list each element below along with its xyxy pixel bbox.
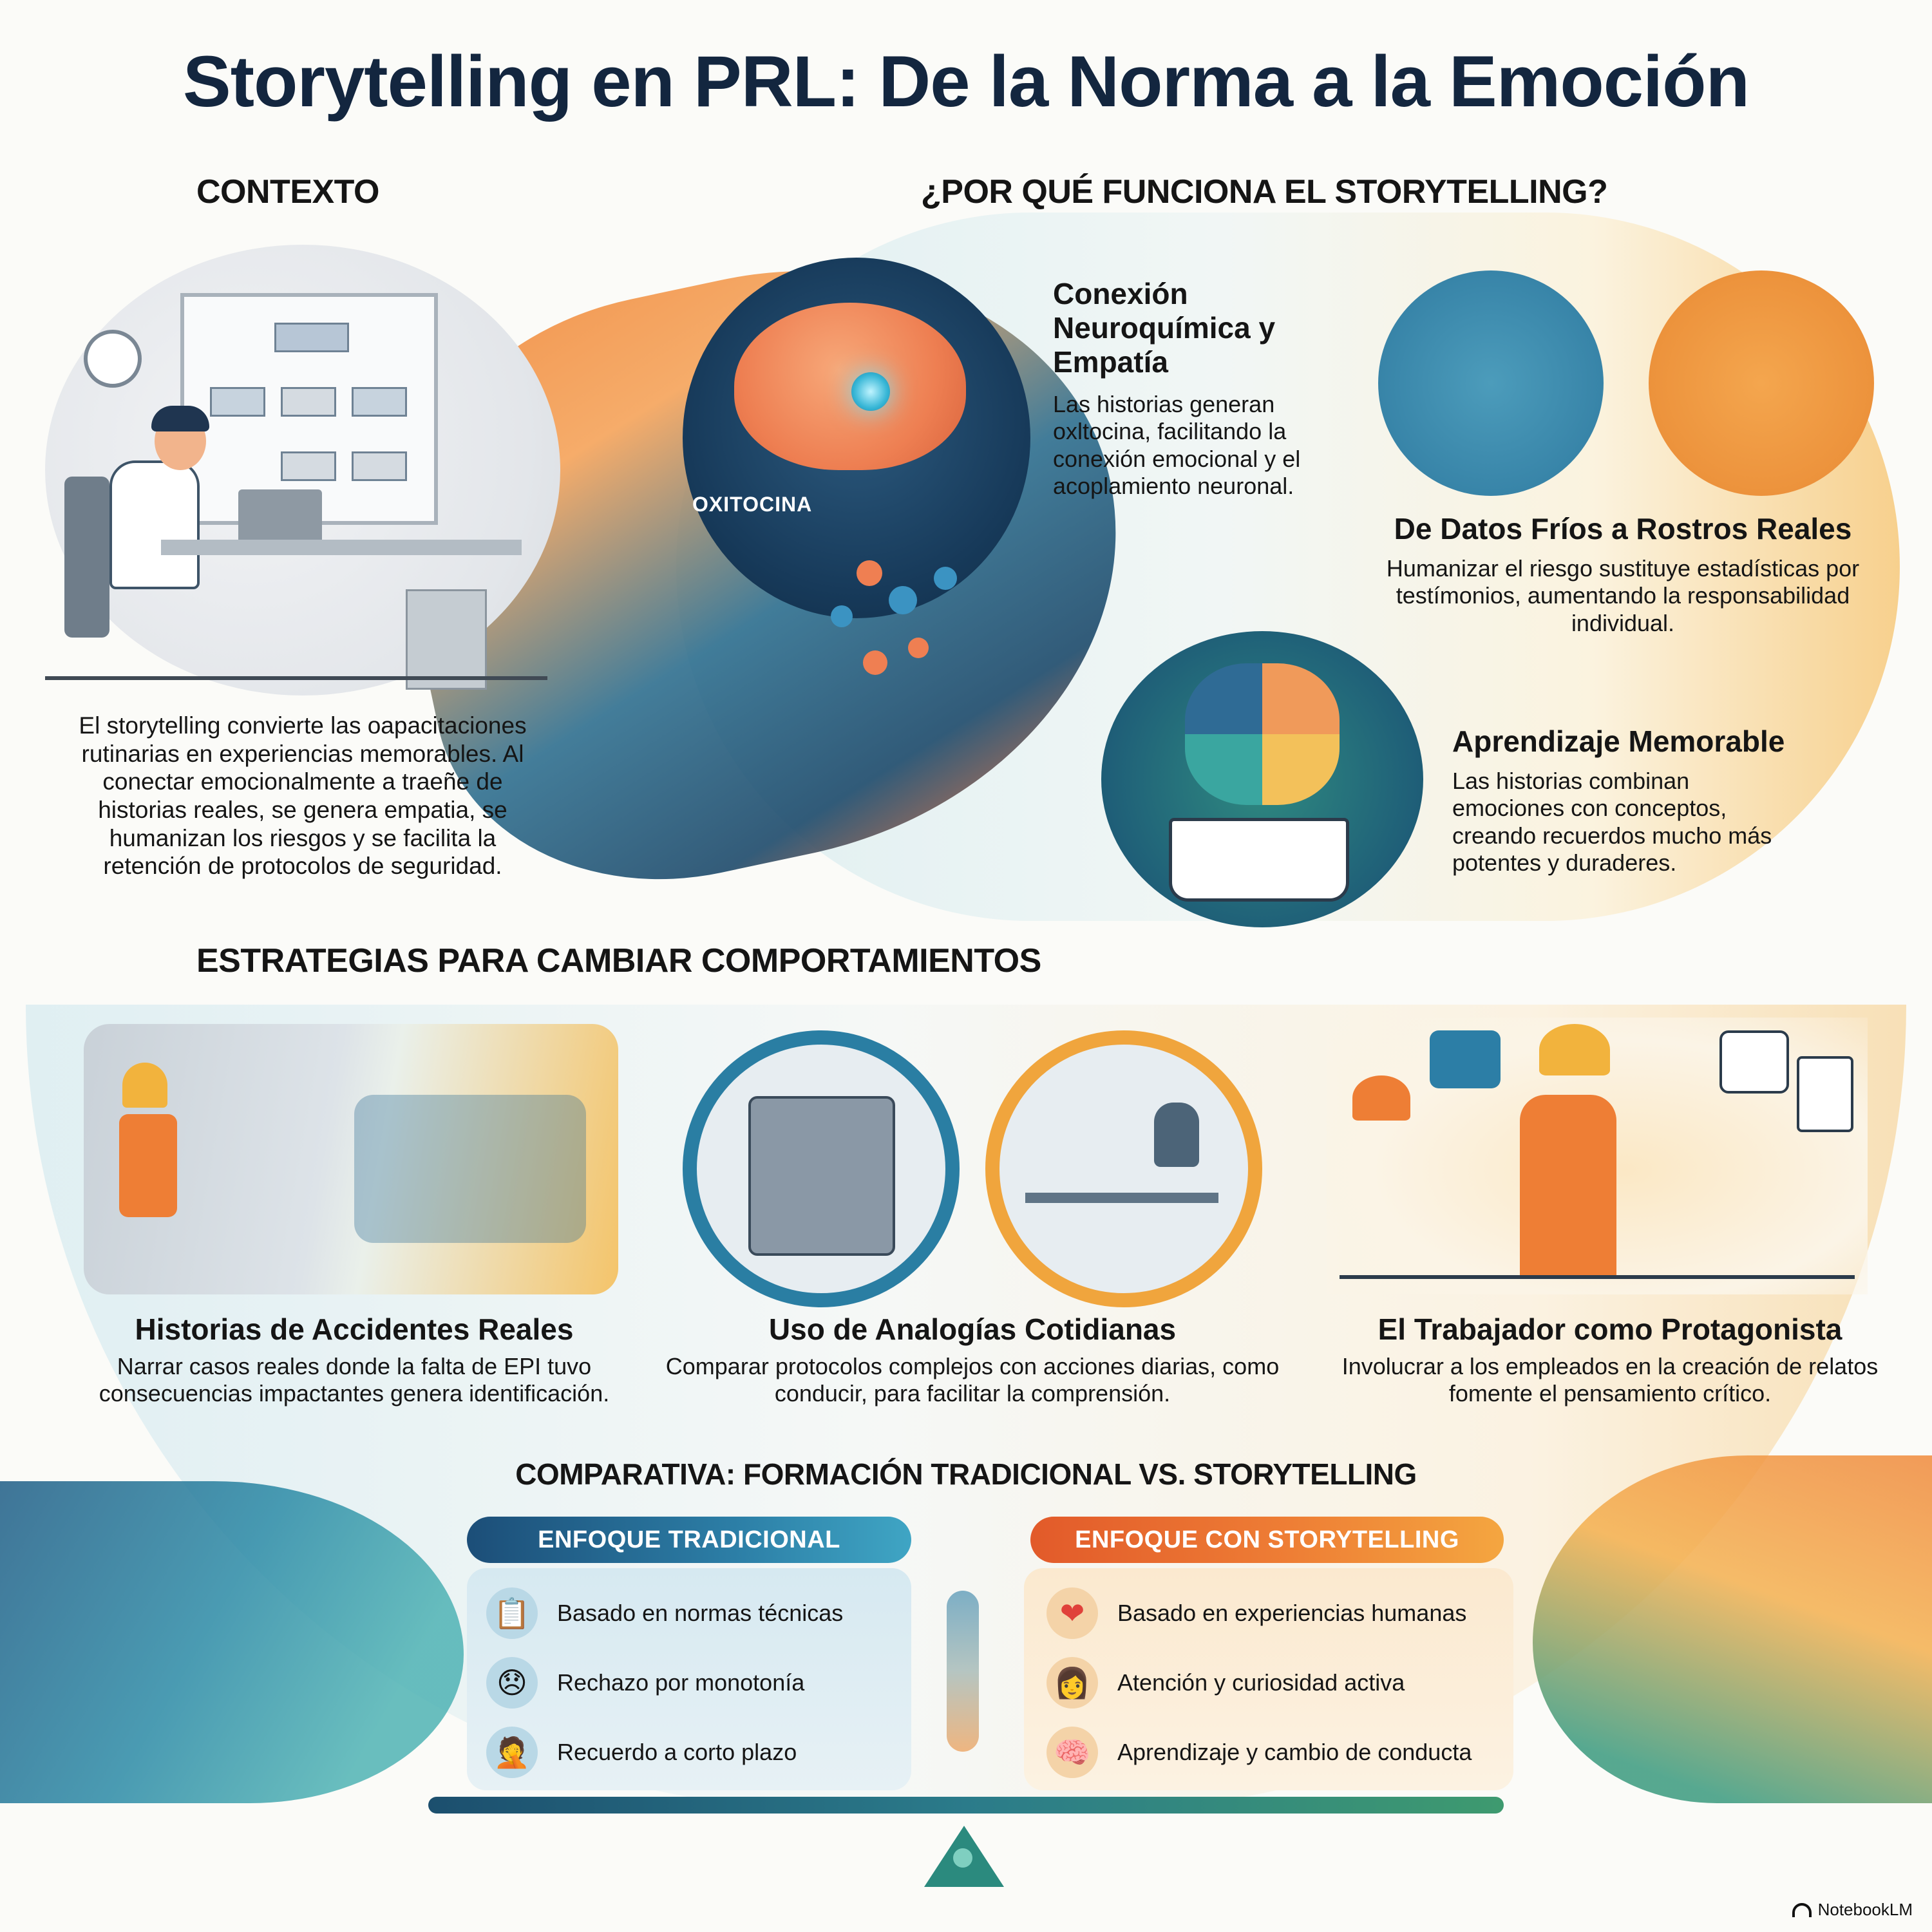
clipboard-checklist-icon: 📋 bbox=[486, 1587, 538, 1639]
floor-line bbox=[45, 676, 547, 680]
right-swoosh-decoration bbox=[1533, 1455, 1932, 1803]
flowchart-whiteboard-icon bbox=[180, 293, 438, 525]
card-datos-frios-title: De Datos Fríos a Rostros Reales bbox=[1394, 512, 1852, 545]
tradicional-item: 🤦 Recuerdo a corto plazo bbox=[486, 1727, 797, 1778]
wave-divider-decoration bbox=[947, 1591, 979, 1752]
office-chair-icon bbox=[64, 477, 109, 638]
card-aprendizaje-title: Aprendizaje Memorable bbox=[1452, 724, 1785, 758]
strategy-protagonista-title: El Trabajador como Protagonista bbox=[1378, 1312, 1842, 1346]
storytelling-item-text: Basado en experiencias humanas bbox=[1117, 1600, 1467, 1626]
storytelling-item: 👩 Atención y curiosidad activa bbox=[1046, 1657, 1405, 1709]
brand-name: NotebookLM bbox=[1817, 1900, 1913, 1919]
strategy-accidentes-title: Historias de Accidentes Reales bbox=[135, 1312, 574, 1346]
tradicional-item-text: Rechazo por monotonía bbox=[557, 1669, 805, 1696]
worker-team-illustration bbox=[1327, 1018, 1868, 1294]
tradicional-item-text: Basado en normas técnicas bbox=[557, 1600, 844, 1626]
checklist-icon bbox=[1797, 1056, 1853, 1132]
tradicional-item-text: Recuerdo a corto plazo bbox=[557, 1739, 797, 1765]
sad-face-icon: 😞 bbox=[486, 1657, 538, 1709]
tradicional-item: 📋 Basado en normas técnicas bbox=[486, 1587, 843, 1639]
oxitocina-label: OXITOCINA bbox=[692, 493, 813, 516]
molecule-atom-icon bbox=[863, 650, 887, 675]
bored-worker-icon bbox=[109, 460, 200, 589]
balance-scale-knob bbox=[953, 1848, 972, 1868]
storytelling-item: 🧠 Aprendizaje y cambio de conducta bbox=[1046, 1727, 1472, 1778]
drawers-icon bbox=[406, 589, 487, 690]
card-aprendizaje-body: Las historias combinan emociones con con… bbox=[1452, 767, 1772, 876]
strategy-analogias-body: Comparar protocolos complejos con accion… bbox=[665, 1352, 1280, 1407]
laptop-icon bbox=[238, 489, 322, 544]
molecule-atom-icon bbox=[889, 586, 917, 614]
strategy-protagonista-body: Involucrar a los empleados en la creació… bbox=[1341, 1352, 1879, 1407]
car-key-icon bbox=[1154, 1103, 1199, 1167]
card-conexion-body: Las historias generan oxltocina, facilit… bbox=[1053, 390, 1301, 500]
storytelling-item-text: Aprendizaje y cambio de conducta bbox=[1117, 1739, 1472, 1765]
wall-clock-icon bbox=[84, 330, 142, 388]
card-datos-frios: De Datos Fríos a Rostros Reales Humaniza… bbox=[1372, 512, 1874, 637]
forgetful-person-icon: 🤦 bbox=[486, 1727, 538, 1778]
neuron-glow-icon bbox=[851, 372, 890, 411]
curious-person-icon: 👩 bbox=[1046, 1657, 1098, 1709]
group-discussion-icon bbox=[354, 1095, 586, 1243]
card-conexion-title: Conexión Neuroquímica y Empatía bbox=[1053, 277, 1276, 379]
contexto-heading: CONTEXTO bbox=[196, 173, 379, 211]
storytelling-label: ENFOQUE CON STORYTELLING bbox=[1030, 1517, 1504, 1563]
open-book-icon bbox=[1169, 818, 1349, 902]
diverse-people-group-icon bbox=[1649, 270, 1874, 496]
safety-vest-icon bbox=[119, 1114, 177, 1217]
molecule-atom-icon bbox=[934, 567, 957, 590]
bridge-icon bbox=[1025, 1193, 1218, 1203]
strategy-analogias: Uso de Analogías Cotidianas Comparar pro… bbox=[657, 1312, 1288, 1408]
strategy-accidentes-body: Narrar casos reales donde la falta de EP… bbox=[99, 1352, 610, 1407]
desk-icon bbox=[161, 540, 522, 555]
por-que-heading: ¿POR QUÉ FUNCIONA EL STORYTELLING? bbox=[921, 173, 1608, 211]
page-title: Storytelling en PRL: De la Norma a la Em… bbox=[183, 41, 1750, 122]
machine-icon bbox=[748, 1096, 895, 1256]
diverse-people-group-icon bbox=[1378, 270, 1604, 496]
molecule-atom-icon bbox=[857, 560, 882, 586]
hard-hat-icon bbox=[122, 1063, 167, 1108]
hard-hat-icon bbox=[1539, 1024, 1610, 1075]
notebooklm-logo-icon bbox=[1792, 1902, 1812, 1917]
balance-scale-beam bbox=[428, 1797, 1504, 1814]
heart-icon: ❤ bbox=[1046, 1587, 1098, 1639]
machine-analogy-illustration bbox=[683, 1030, 960, 1307]
ground-line bbox=[1340, 1275, 1855, 1279]
worker-hair-icon bbox=[151, 406, 209, 431]
estrategias-heading: ESTRATEGIAS PARA CAMBIAR COMPORTAMIENTOS bbox=[196, 942, 1041, 980]
tradicional-label: ENFOQUE TRADICIONAL bbox=[467, 1517, 911, 1563]
tradicional-item: 😞 Rechazo por monotonía bbox=[486, 1657, 804, 1709]
comparativa-heading: COMPARATIVA: FORMACIÓN TRADICIONAL VS. S… bbox=[515, 1457, 1417, 1491]
molecule-atom-icon bbox=[908, 638, 929, 658]
left-swoosh-decoration bbox=[0, 1481, 464, 1803]
storytelling-item-text: Atención y curiosidad activa bbox=[1117, 1669, 1405, 1696]
brain-icon bbox=[734, 303, 966, 470]
contexto-body: El storytelling convierte las oapacitaci… bbox=[79, 712, 527, 880]
storytelling-panel: ❤ Basado en experiencias humanas 👩 Atenc… bbox=[1024, 1568, 1513, 1790]
speech-bubble-icon bbox=[1719, 1030, 1789, 1094]
card-conexion: Conexión Neuroquímica y Empatía Las hist… bbox=[1053, 277, 1323, 500]
bridge-key-analogy-illustration bbox=[985, 1030, 1262, 1307]
storytelling-item: ❤ Basado en experiencias humanas bbox=[1046, 1587, 1466, 1639]
card-datos-frios-body: Humanizar el riesgo sustituye estadístic… bbox=[1386, 554, 1860, 636]
tradicional-panel: 📋 Basado en normas técnicas 😞 Rechazo po… bbox=[467, 1568, 911, 1790]
card-aprendizaje: Aprendizaje Memorable Las historias comb… bbox=[1452, 724, 1800, 877]
accident-stories-illustration bbox=[84, 1024, 618, 1294]
speech-bubble-icon bbox=[1430, 1030, 1501, 1088]
head-brain-icon: 🧠 bbox=[1046, 1727, 1098, 1778]
molecule-atom-icon bbox=[831, 605, 853, 627]
worker-vest-icon bbox=[1520, 1095, 1616, 1275]
strategy-accidentes: Historias de Accidentes Reales Narrar ca… bbox=[64, 1312, 644, 1408]
notebooklm-brand: NotebookLM bbox=[1792, 1900, 1913, 1920]
strategy-protagonista: El Trabajador como Protagonista Involucr… bbox=[1320, 1312, 1900, 1408]
strategy-analogias-title: Uso de Analogías Cotidianas bbox=[768, 1312, 1177, 1346]
hard-hat-icon bbox=[1352, 1075, 1410, 1121]
puzzle-brain-icon bbox=[1185, 663, 1340, 805]
